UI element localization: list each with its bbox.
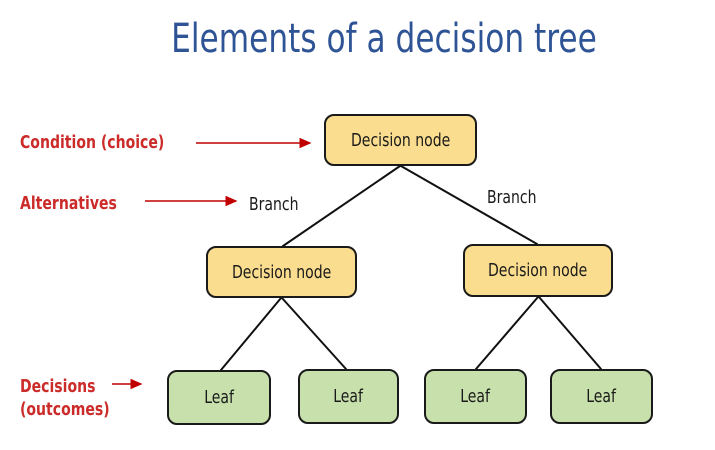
leaf-node-3: Leaf (424, 369, 527, 424)
decision-node-root-label: Decision node (350, 129, 451, 151)
edge-right-to-leaf4 (538, 296, 602, 370)
edge-left-to-leaf2 (281, 297, 347, 370)
decision-node-root: Decision node (324, 114, 477, 166)
annotation-decisions-line1: Decisions (20, 376, 96, 397)
annotation-condition: Condition (choice) (20, 132, 165, 153)
page-title: Elements of a decision tree (171, 16, 597, 62)
edge-left-to-leaf1 (220, 297, 282, 371)
leaf-node-4-label: Leaf (586, 386, 617, 407)
edge-right-to-leaf3 (475, 296, 539, 370)
decision-node-right: Decision node (463, 244, 613, 297)
annotation-alternatives: Alternatives (20, 193, 117, 214)
decision-node-left: Decision node (206, 246, 357, 298)
leaf-node-1-label: Leaf (204, 387, 234, 408)
leaf-node-4: Leaf (550, 369, 653, 424)
annotation-decisions: Decisions (outcomes) (20, 375, 110, 421)
edge-root-to-left (282, 165, 401, 247)
decision-node-right-label: Decision node (488, 260, 588, 281)
leaf-node-1: Leaf (167, 370, 271, 425)
leaf-node-2: Leaf (298, 369, 399, 424)
branch-label-right: Branch (487, 187, 537, 208)
annotation-decisions-line2: (outcomes) (20, 399, 110, 420)
decision-node-left-label: Decision node (231, 261, 332, 283)
leaf-node-2-label: Leaf (333, 386, 364, 407)
edge-root-to-right (400, 165, 538, 245)
branch-label-left: Branch (249, 194, 299, 215)
leaf-node-3-label: Leaf (460, 386, 491, 407)
